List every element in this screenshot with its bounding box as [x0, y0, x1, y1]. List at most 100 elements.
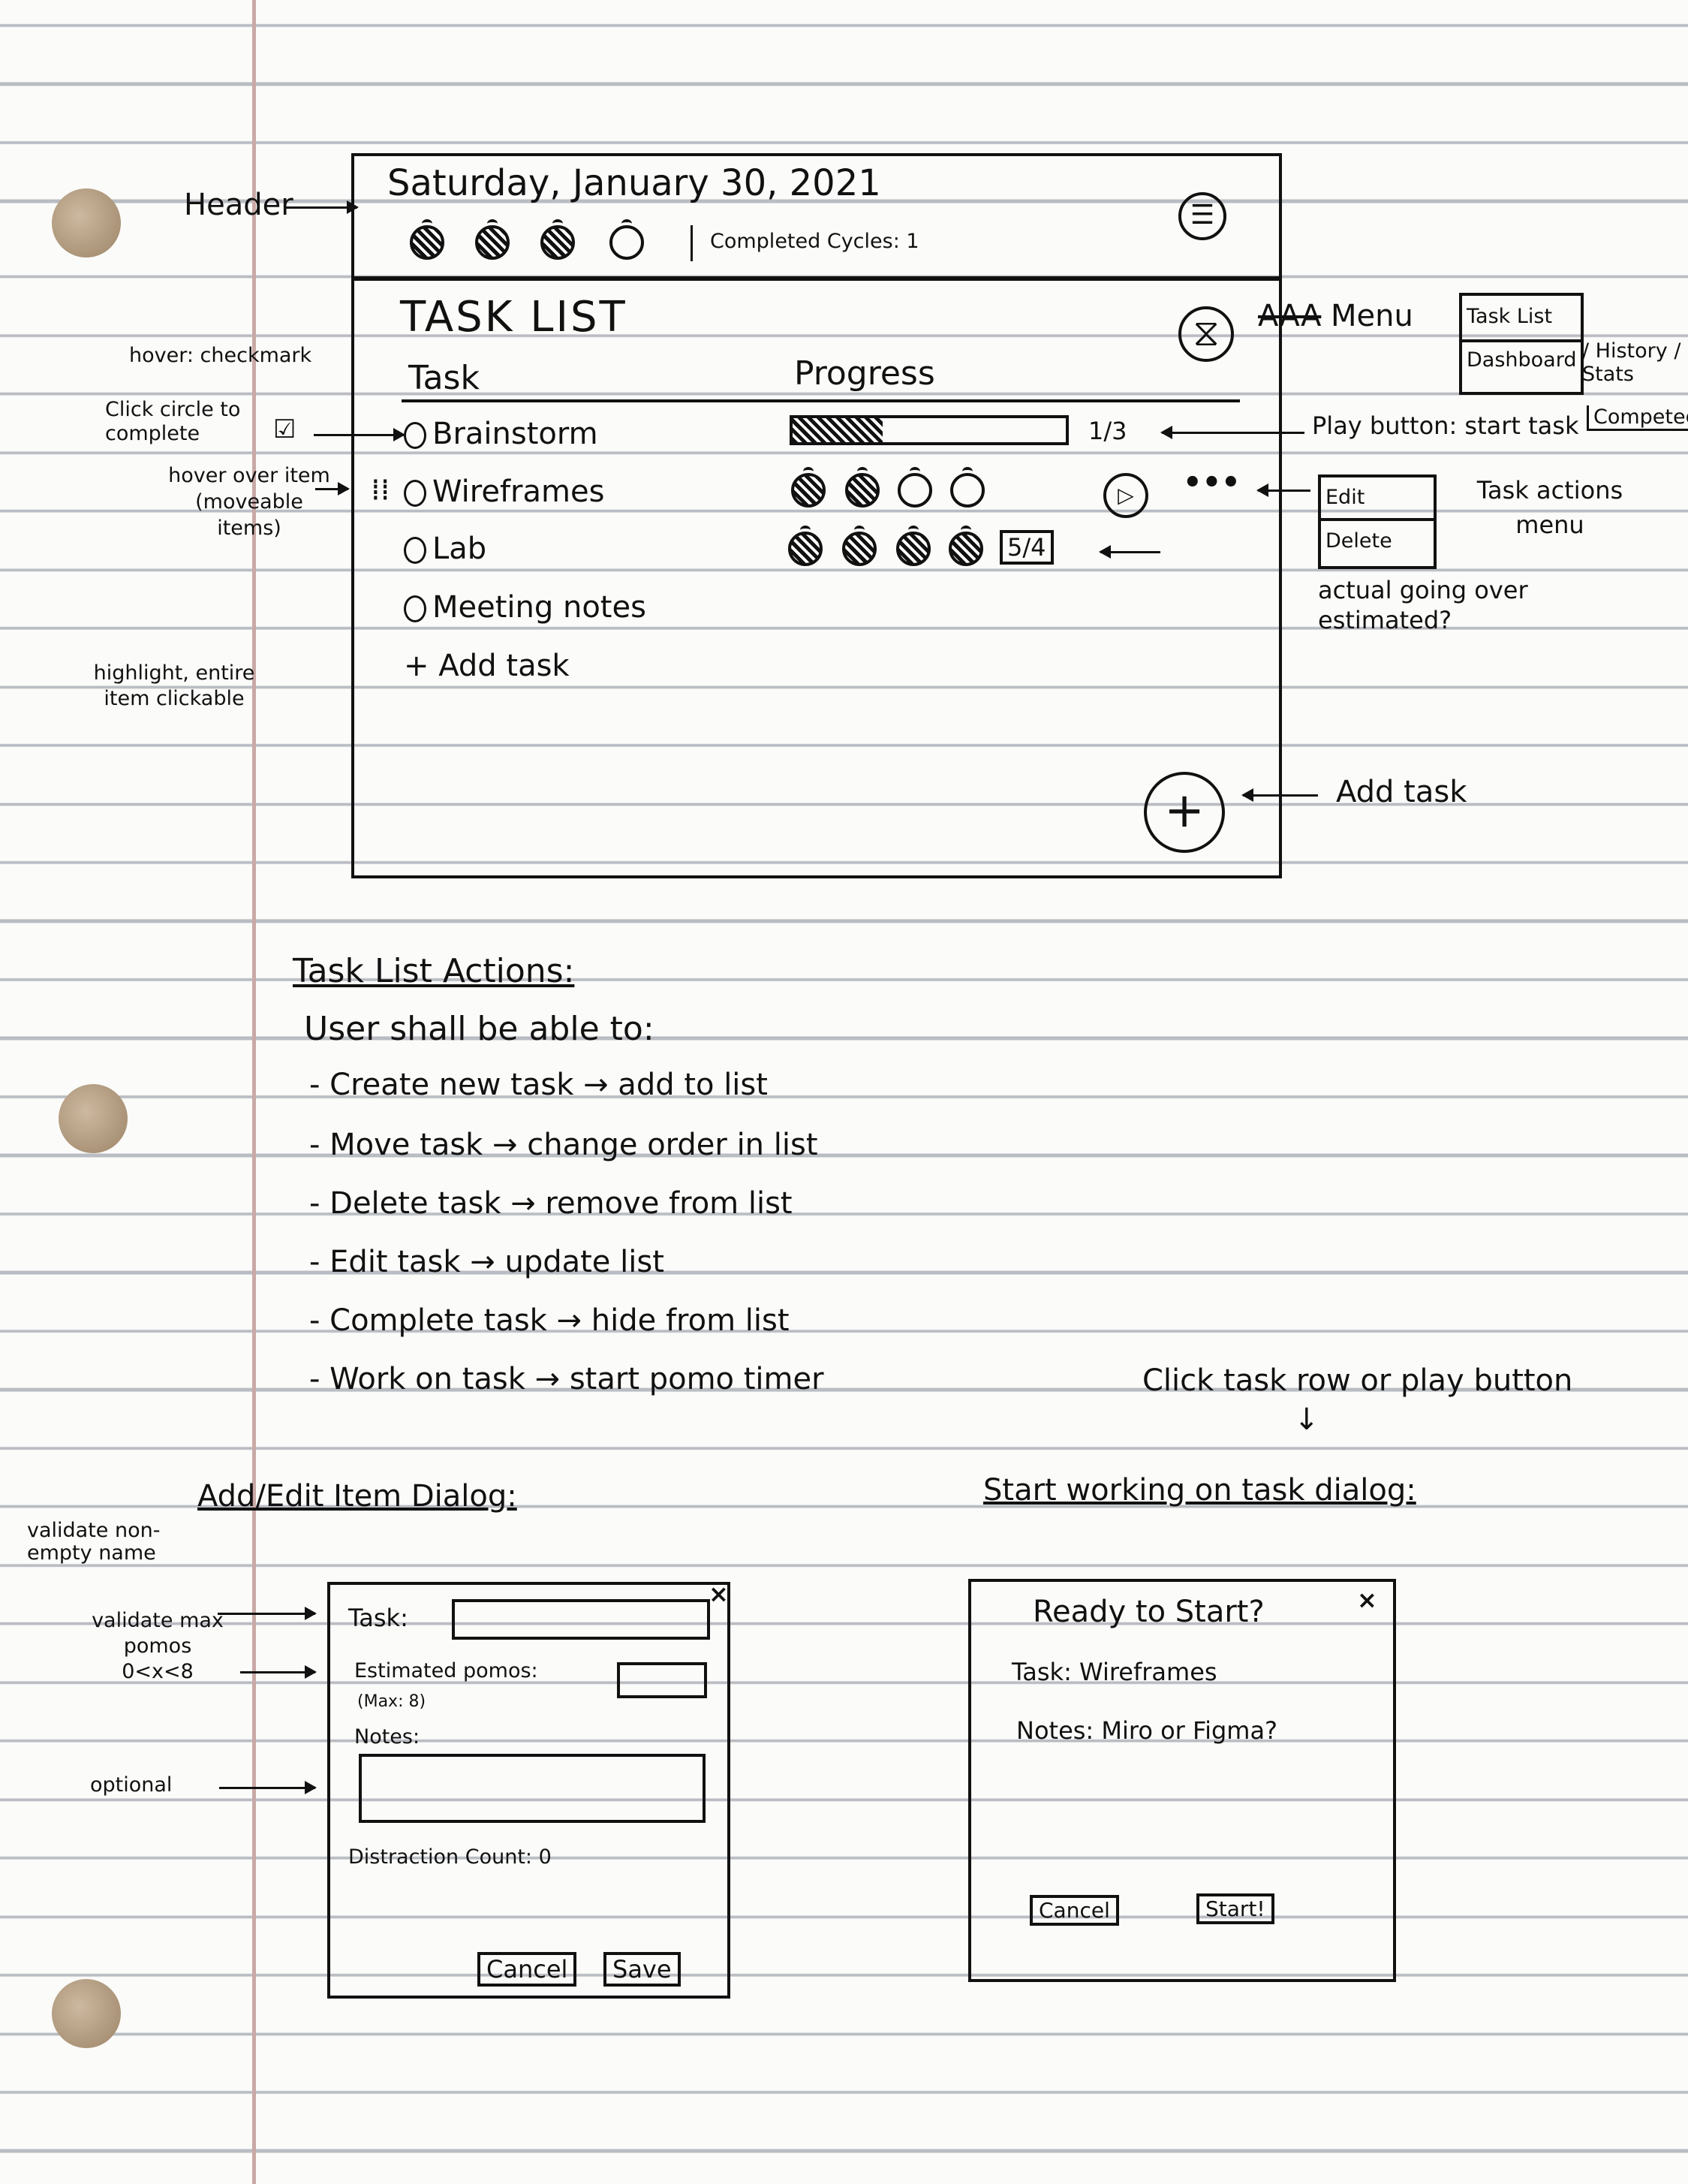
- menu-icon[interactable]: ☰: [1178, 192, 1226, 240]
- task-name: Lab: [432, 532, 487, 566]
- play-icon[interactable]: ▷: [1103, 473, 1148, 518]
- annotation-menu-extra: / History / Stats: [1582, 339, 1681, 386]
- pomodoro-filled-icon: [842, 526, 877, 566]
- app-wireframe: [351, 153, 1282, 878]
- add-edit-dialog: [327, 1582, 730, 1999]
- annotation-optional: optional: [90, 1773, 173, 1797]
- add-task-fab[interactable]: +: [1144, 772, 1225, 853]
- notes-input[interactable]: [359, 1754, 706, 1823]
- binder-hole: [52, 1979, 121, 2048]
- pomodoro-filled-icon: [475, 219, 510, 260]
- action-item: - Move task → change order in list: [309, 1128, 818, 1162]
- complete-circle[interactable]: [404, 480, 426, 507]
- arrow-icon: [1256, 483, 1310, 497]
- pomodoro-filled-icon: [845, 467, 880, 508]
- start-button[interactable]: Start!: [1196, 1893, 1274, 1924]
- annotation-validate-name: validate non-empty name: [27, 1519, 161, 1565]
- close-icon[interactable]: ×: [1357, 1586, 1377, 1614]
- menu-item-delete[interactable]: Delete: [1325, 529, 1392, 553]
- arrow-icon: [315, 482, 350, 496]
- estimated-pomos-input[interactable]: [617, 1662, 707, 1698]
- pomodoro-filled-icon: [791, 467, 826, 508]
- task-actions-menu-sketch: Edit Delete: [1318, 474, 1437, 569]
- add-task-link[interactable]: + Add task: [404, 649, 570, 683]
- pomodoro-filled-icon: [896, 526, 931, 566]
- arrow-icon: [218, 1607, 317, 1620]
- annotation-highlight: highlight, entire item clickable: [93, 661, 255, 710]
- header-divider: [351, 276, 1279, 281]
- annotation-play-button: Play button: start task: [1312, 411, 1579, 440]
- complete-circle[interactable]: [404, 422, 426, 449]
- arrow-down-icon: ↓: [1294, 1402, 1319, 1437]
- complete-circle[interactable]: [404, 595, 426, 622]
- task-name: Brainstorm: [432, 417, 598, 451]
- menu-item-edit[interactable]: Edit: [1321, 477, 1434, 521]
- cancel-button[interactable]: Cancel: [477, 1952, 577, 1987]
- margin-line: [252, 0, 256, 2184]
- annotation-click-circle: Click circle to complete: [105, 398, 241, 445]
- task-row[interactable]: Wireframes: [404, 474, 604, 509]
- column-header-progress: Progress: [794, 354, 935, 393]
- dialog-task: Task: Wireframes: [1012, 1658, 1217, 1686]
- actions-title: Task List Actions:: [293, 952, 575, 990]
- actions-intro: User shall be able to:: [304, 1010, 654, 1048]
- more-actions-icon[interactable]: •••: [1183, 465, 1241, 500]
- arrow-icon: [219, 1781, 317, 1794]
- drag-handle-icon[interactable]: ⁞⁞: [371, 473, 390, 508]
- pomodoro-filled-icon: [788, 526, 823, 566]
- progress-bar: [790, 415, 1069, 445]
- task-row[interactable]: Brainstorm: [404, 417, 598, 451]
- annotation-menu-struck: AAA Menu: [1258, 299, 1413, 333]
- pomodoro-empty-icon: [950, 467, 985, 508]
- task-row[interactable]: Lab: [404, 532, 486, 566]
- annotation-task-actions: Task actions menu: [1476, 476, 1623, 539]
- task-name: Wireframes: [432, 474, 605, 509]
- progress-bar-fill: [793, 418, 883, 442]
- dialog-notes: Notes: Miro or Figma?: [1016, 1716, 1278, 1745]
- start-task-dialog: [968, 1579, 1396, 1982]
- arrow-icon: [1241, 788, 1318, 802]
- task-name-input[interactable]: [452, 1599, 710, 1640]
- max-note: (Max: 8): [357, 1692, 426, 1711]
- task-row[interactable]: Meeting notes: [404, 590, 646, 625]
- divider: [691, 225, 693, 261]
- menu-item-task-list[interactable]: Task List: [1462, 296, 1581, 342]
- dialog-heading: Ready to Start?: [1033, 1595, 1265, 1629]
- notes-label: Notes:: [354, 1725, 420, 1749]
- task-label: Task:: [348, 1604, 408, 1632]
- annotation-header: Header: [184, 188, 293, 222]
- add-dialog-title: Add/Edit Item Dialog:: [197, 1479, 517, 1514]
- struck-hourglass-icon: ⧖: [1178, 306, 1234, 362]
- cancel-button[interactable]: Cancel: [1030, 1895, 1119, 1926]
- arrow-icon: [285, 200, 359, 214]
- action-item: - Create new task → add to list: [309, 1068, 768, 1102]
- click-note: Click task row or play button: [1142, 1363, 1573, 1398]
- task-list-title: TASK LIST: [400, 293, 627, 342]
- progress-text: 1/3: [1088, 417, 1127, 445]
- arrow-icon: [1160, 426, 1304, 439]
- over-estimate-badge: 5/4: [1000, 530, 1054, 565]
- annotation-add-task: Add task: [1336, 775, 1467, 809]
- annotation-validate-pomos: validate max pomos 0<x<8: [92, 1609, 224, 1683]
- close-icon[interactable]: ×: [709, 1580, 729, 1608]
- complete-circle[interactable]: [404, 537, 426, 564]
- save-button[interactable]: Save: [603, 1952, 681, 1987]
- pomodoro-filled-icon: [540, 219, 575, 260]
- action-item: - Complete task → hide from list: [309, 1303, 790, 1338]
- binder-hole: [59, 1084, 128, 1153]
- action-item: - Edit task → update list: [309, 1245, 664, 1279]
- arrow-icon: [240, 1665, 317, 1679]
- action-item: - Work on task → start pomo timer: [309, 1362, 824, 1396]
- annotation-menu-extra2: Competed: [1587, 405, 1688, 431]
- distraction-count: Distraction Count: 0: [348, 1845, 552, 1869]
- menu-item-dashboard[interactable]: Dashboard: [1467, 348, 1577, 372]
- nav-menu-sketch: Task List Dashboard: [1459, 293, 1584, 395]
- task-name: Meeting notes: [432, 590, 646, 625]
- annotation-menu: Menu: [1331, 299, 1413, 333]
- pomodoro-filled-icon: [949, 526, 983, 566]
- struck-text: AAA: [1258, 299, 1322, 333]
- checkmark-circle-icon: ☑: [273, 414, 296, 444]
- header-date: Saturday, January 30, 2021: [387, 162, 881, 204]
- completed-cycles: Completed Cycles: 1: [710, 230, 919, 253]
